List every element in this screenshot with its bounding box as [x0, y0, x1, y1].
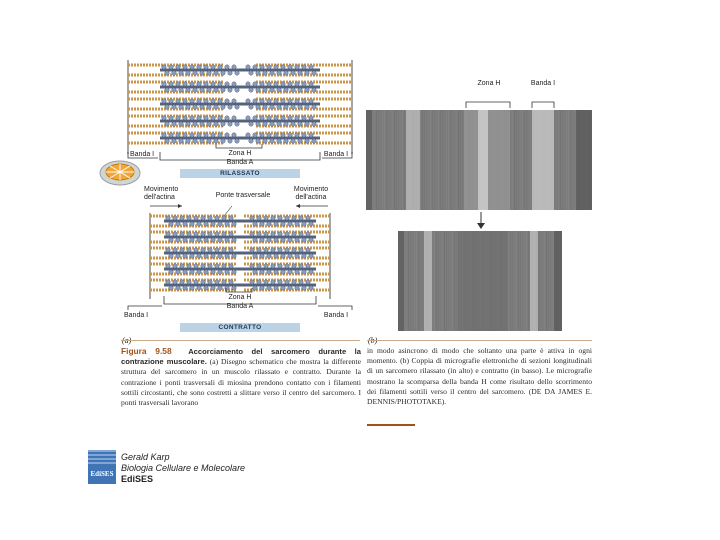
- banda-i-label-micrograph: Banda I: [530, 80, 556, 87]
- panel-b-label: (b): [368, 337, 388, 345]
- banda-i-right-label-contracted: Banda I: [323, 312, 349, 319]
- contracted-state-label: CONTRATTO: [180, 323, 300, 332]
- icon-orange-wheel: [99, 160, 141, 186]
- publisher-logo: EdiSES: [88, 450, 116, 484]
- cross-bridge-label: Ponte trasversale: [215, 192, 271, 199]
- movement-arrows: [150, 204, 328, 217]
- caption-rule-right: [367, 340, 592, 341]
- figure-b-panel: Zona H Banda I (b): [366, 58, 592, 345]
- book-title: Biologia Cellulare e Molecolare: [121, 463, 246, 473]
- banda-a-label-contracted: Banda A: [226, 303, 254, 310]
- sarcomere-contracted-diagram: [149, 213, 331, 299]
- publisher-logo-text: EdiSES: [90, 470, 114, 478]
- micrograph-contracted: [398, 231, 562, 331]
- figure-number: Figura 9.58: [121, 346, 172, 356]
- caption-left-text: (a) Disegno schematico che mostra la dif…: [121, 357, 361, 408]
- figure-a-panel: Zona H Banda A Banda I Banda I RILASSATO…: [99, 58, 360, 345]
- panel-a-label: (a): [122, 337, 142, 345]
- zona-h-label-contracted: Zona H: [228, 294, 252, 301]
- banda-i-left-label-relaxed: Banda I: [130, 151, 155, 158]
- book-author: Gerald Karp: [121, 452, 170, 462]
- micrograph-brackets: [465, 101, 555, 108]
- caption-right-text: in modo asincrono di modo che soltanto u…: [367, 346, 592, 407]
- banda-a-label-relaxed: Banda A: [226, 159, 254, 166]
- relaxed-state-label: RILASSATO: [180, 169, 300, 178]
- caption-right-column: in modo asincrono di modo che soltanto u…: [367, 346, 592, 407]
- relaxed-band-brackets: [127, 144, 353, 161]
- caption-end-rule: [367, 424, 415, 426]
- caption-left-column: Figura 9.58 Accorciamento del sarcomero …: [121, 346, 361, 408]
- down-arrow-icon: [477, 212, 485, 229]
- caption-title: Accorciamento del sarcomero durante la c…: [121, 347, 362, 367]
- zona-h-label-relaxed: Zona H: [228, 150, 252, 157]
- actin-movement-right-label: Movimento dell'actina: [293, 186, 329, 201]
- caption-rule-left: [121, 340, 360, 341]
- sarcomere-relaxed-diagram: [127, 60, 353, 154]
- book-publisher: EdiSES: [121, 474, 154, 484]
- actin-movement-left-label: Movimento dell'actina: [144, 186, 179, 201]
- micrograph-relaxed: [366, 110, 592, 210]
- zona-h-label-micrograph: Zona H: [477, 80, 501, 87]
- banda-i-left-label-contracted: Banda I: [124, 312, 149, 319]
- banda-i-right-label-relaxed: Banda I: [323, 151, 349, 158]
- contracted-band-brackets: [127, 288, 353, 310]
